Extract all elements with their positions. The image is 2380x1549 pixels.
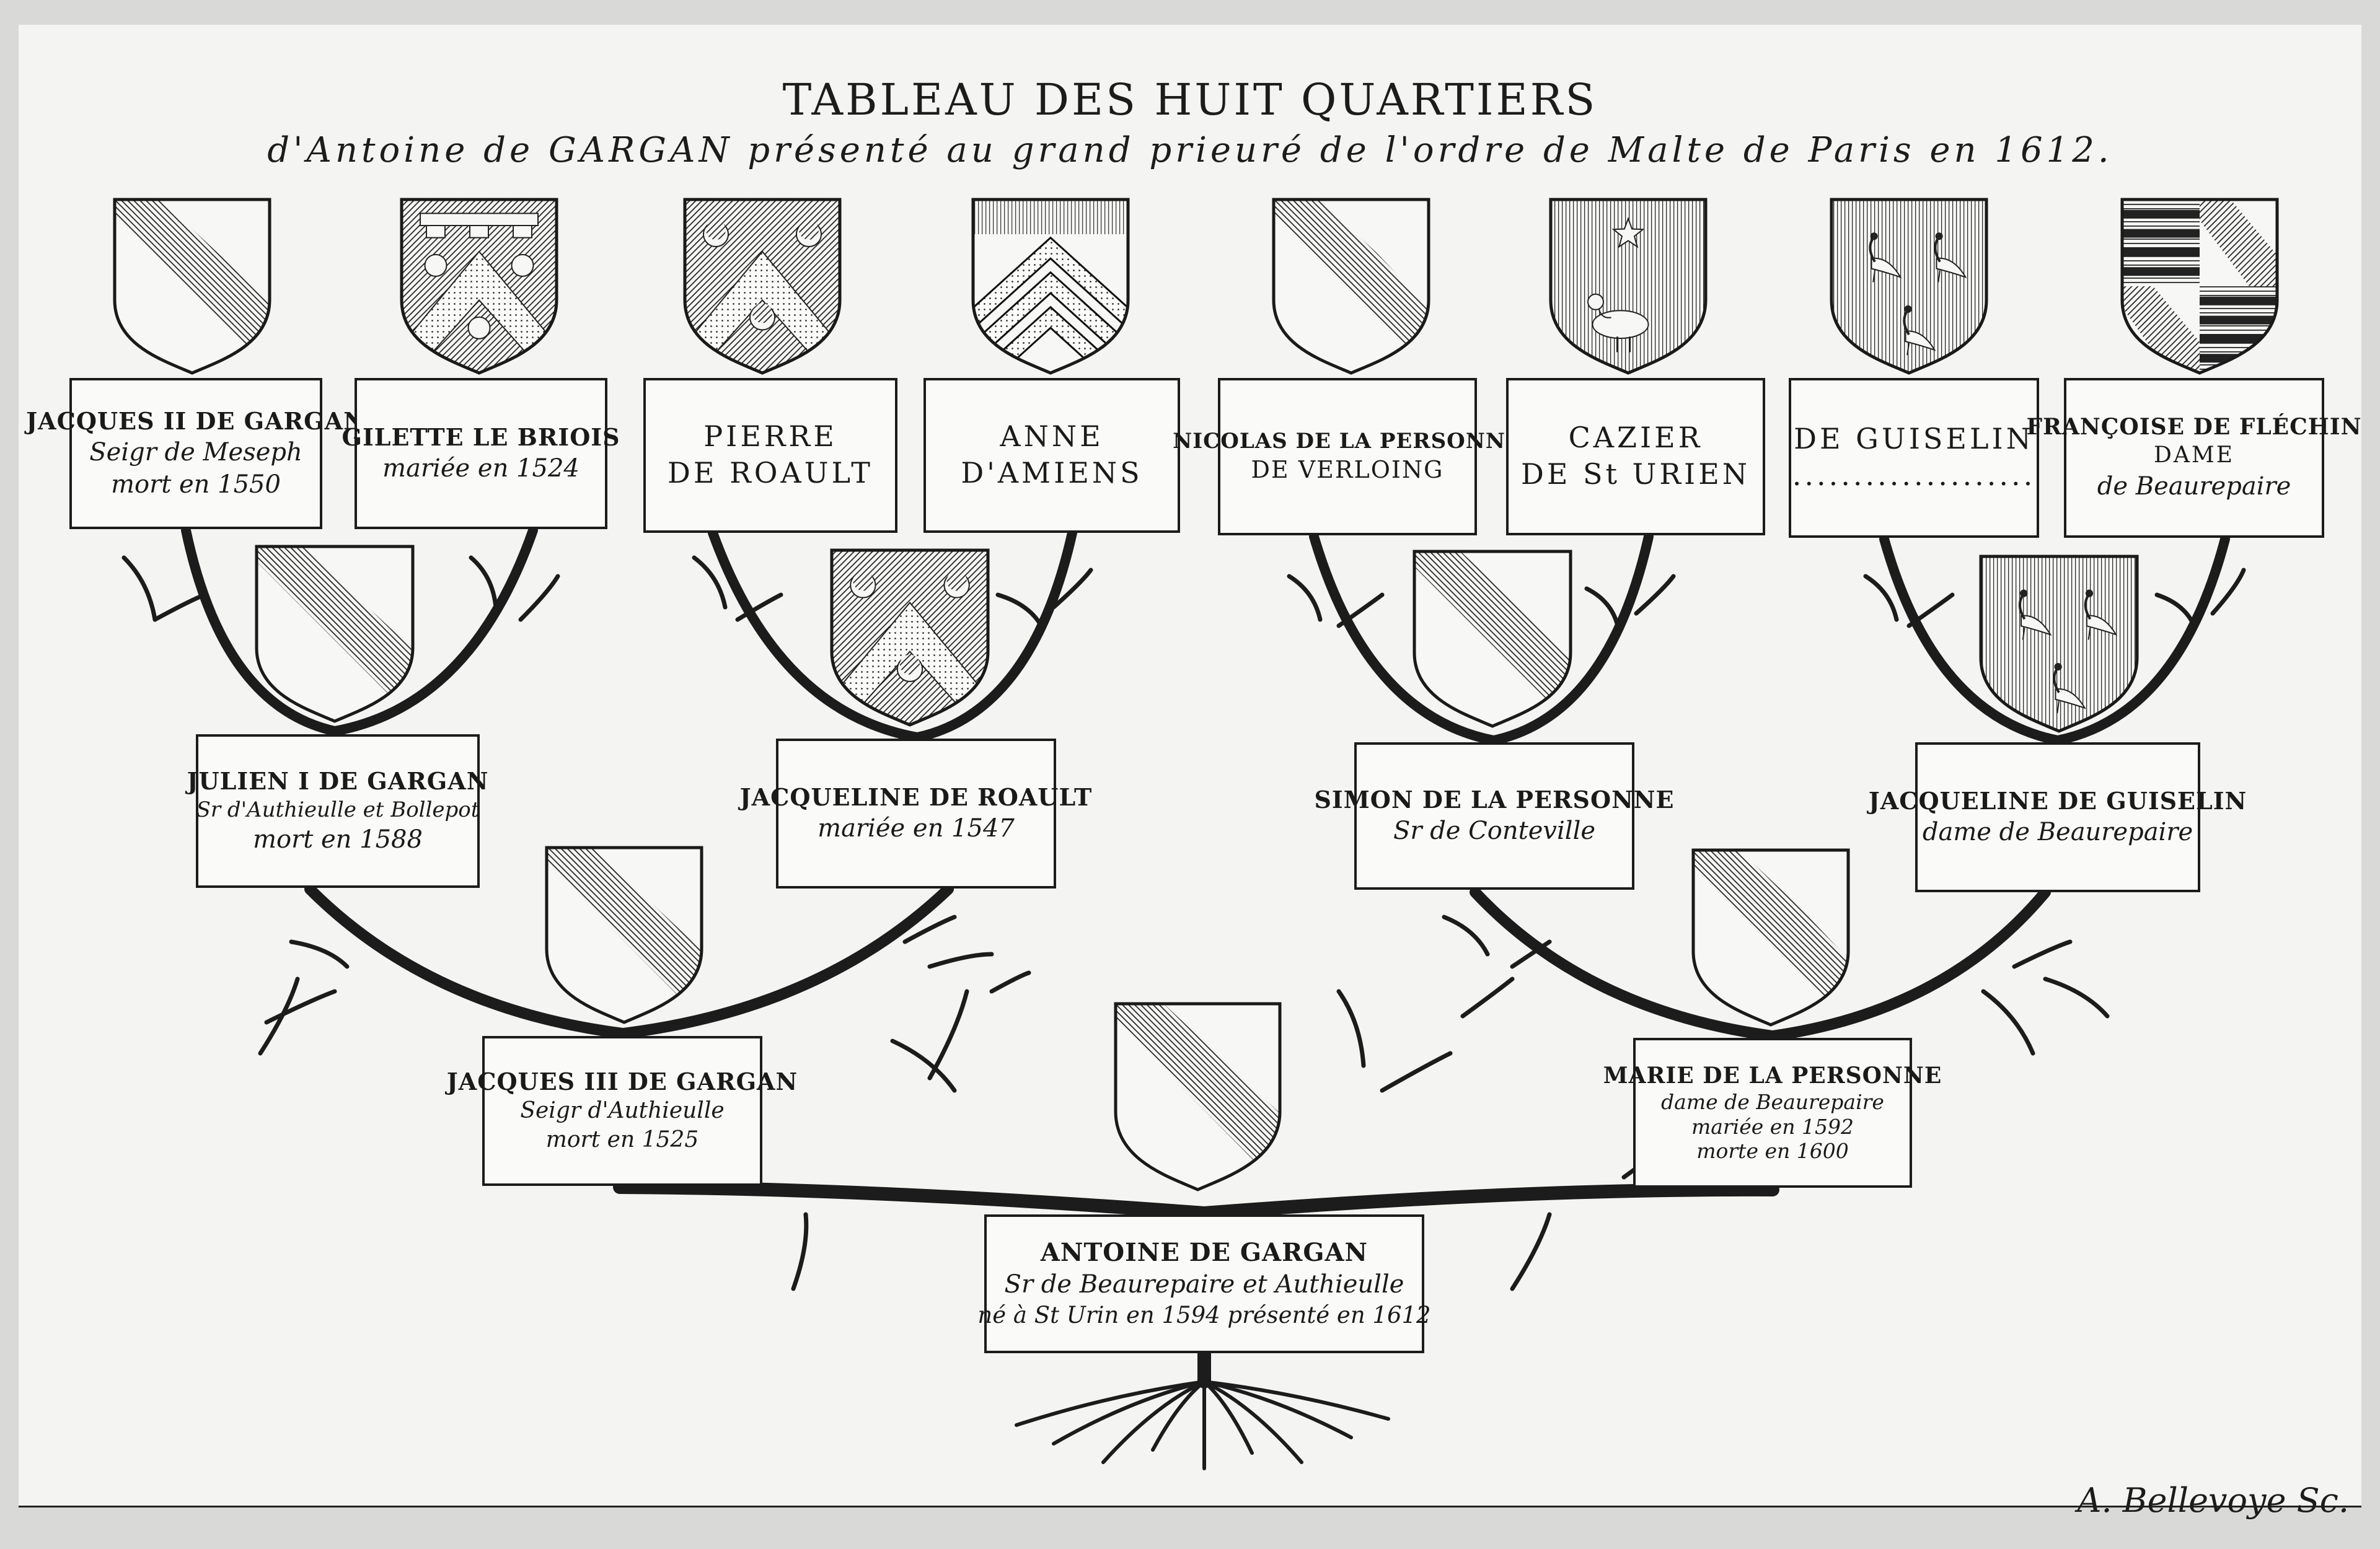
ancestor-name: JACQUES II DE GARGAN [26,407,366,436]
grandparent-name: JACQUELINE DE GUISELIN [1868,787,2247,815]
subject-box: ANTOINE DE GARGAN Sr de Beaurepaire et A… [977,1214,1431,1353]
grandparent-arms-3-icon [1413,550,1572,728]
ancestor-box-1: JACQUES II DE GARGAN Seigr de Meseph mor… [26,378,365,529]
parent-name: JACQUES III DE GARGAN [446,1068,798,1096]
ancestor-arms-6-icon [1549,198,1708,375]
ancestor-death: mort en 1550 [111,470,281,499]
grandparent-death: mort en 1588 [253,825,423,854]
grandparent-box-3: SIMON DE LA PERSONNE Sr de Conteville [1314,742,1674,890]
grandparent-box-2: JACQUELINE DE ROAULT mariée en 1547 [740,739,1091,889]
ancestor-house: DE ROAULT [668,455,873,489]
grandparent-name: JACQUELINE DE ROAULT [739,783,1093,812]
ancestor-name: NICOLAS DE LA PERSONNE [1173,429,1522,454]
grandparent-marriage: mariée en 1547 [818,814,1015,843]
ancestor-house: D'AMIENS [961,455,1143,489]
parent-name: MARIE DE LA PERSONNE [1603,1063,1942,1089]
ancestor-marriage: mariée en 1524 [382,454,580,483]
grandparent-name: JULIEN I DE GARGAN [187,767,489,796]
ancestor-arms-3-icon [683,198,842,375]
subject-name: ANTOINE DE GARGAN [1040,1237,1368,1267]
subject-birth: né à St Urin en 1594 présenté en 1612 [977,1301,1431,1328]
parent-title: dame de Beaurepaire [1661,1090,1884,1115]
ancestor-box-6: CAZIER DE St URIEN [1506,378,1765,535]
ancestor-title: Seigr de Meseph [89,437,302,467]
ancestor-box-5: NICOLAS DE LA PERSONNE DE VERLOING [1173,378,1522,535]
ancestor-box-4: ANNE D'AMIENS [923,378,1180,533]
grandparent-arms-1-icon [255,545,415,723]
grandparent-box-4: JACQUELINE DE GUISELIN dame de Beaurepai… [1869,742,2246,892]
ancestor-box-8: FRANÇOISE DE FLÉCHIN DAME de Beaurepaire [2026,378,2361,538]
ancestor-box-3: PIERRE DE ROAULT [643,378,897,533]
ancestor-name: ANNE [1000,419,1104,454]
subject-arms-icon [1114,1002,1282,1191]
ancestor-arms-7-icon [1830,198,1988,375]
parent-marriage: mariée en 1592 [1691,1114,1854,1139]
ancestor-name: CAZIER [1568,421,1703,455]
page-title: TABLEAU DES HUIT QUARTIERS [782,74,1598,125]
page-subtitle: d'Antoine de GARGAN présenté au grand pr… [267,130,2113,170]
ancestor-name: FRANÇOISE DE FLÉCHIN [2026,414,2362,441]
grandparent-arms-4-icon [1979,555,2139,733]
grandparent-arms-2-icon [830,548,990,727]
ancestor-name: DE GUISELIN [1794,422,2034,456]
ancestor-arms-1-icon [113,198,271,375]
parent-arms-2-icon [1691,848,1850,1027]
ancestor-name: GILETTE LE BRIOIS [342,423,620,452]
ancestor-box-7: DE GUISELIN .................... [1789,378,2039,538]
engraver-credit: A. Bellevoye Sc. [2077,1481,2349,1520]
ancestor-title: DAME [2153,442,2234,468]
ancestor-name: PIERRE [703,419,837,454]
parent-arms-1-icon [545,846,703,1024]
ancestor-arms-2-icon [400,198,558,375]
ancestor-arms-4-icon [971,198,1130,375]
ancestor-arms-5-icon [1272,198,1430,375]
grandparent-box-1: JULIEN I DE GARGAN Sr d'Authieulle et Bo… [187,734,488,888]
ancestor-house: .................... [1792,458,2036,492]
parent-title: Seigr d'Authieulle [520,1097,725,1123]
grandparent-title: Sr d'Authieulle et Bollepot [196,797,480,822]
subject-title: Sr de Beaurepaire et Authieulle [1004,1270,1404,1299]
parent-death: morte en 1600 [1696,1139,1849,1164]
grandparent-title: dame de Beaurepaire [1922,817,2193,846]
parent-death: mort en 1525 [545,1126,699,1152]
parent-box-father: JACQUES III DE GARGAN Seigr d'Authieulle… [447,1036,797,1186]
ancestor-arms-8-icon [2120,198,2279,375]
ancestor-box-2: GILETTE LE BRIOIS mariée en 1524 [342,378,620,529]
grandparent-name: SIMON DE LA PERSONNE [1314,786,1675,814]
ancestor-title-2: de Beaurepaire [2097,472,2291,501]
parent-box-mother: MARIE DE LA PERSONNE dame de Beaurepaire… [1603,1038,1941,1188]
grandparent-title: Sr de Conteville [1393,816,1596,845]
ancestor-house: DE VERLOING [1251,455,1444,483]
ancestor-house: DE St URIEN [1520,457,1751,491]
